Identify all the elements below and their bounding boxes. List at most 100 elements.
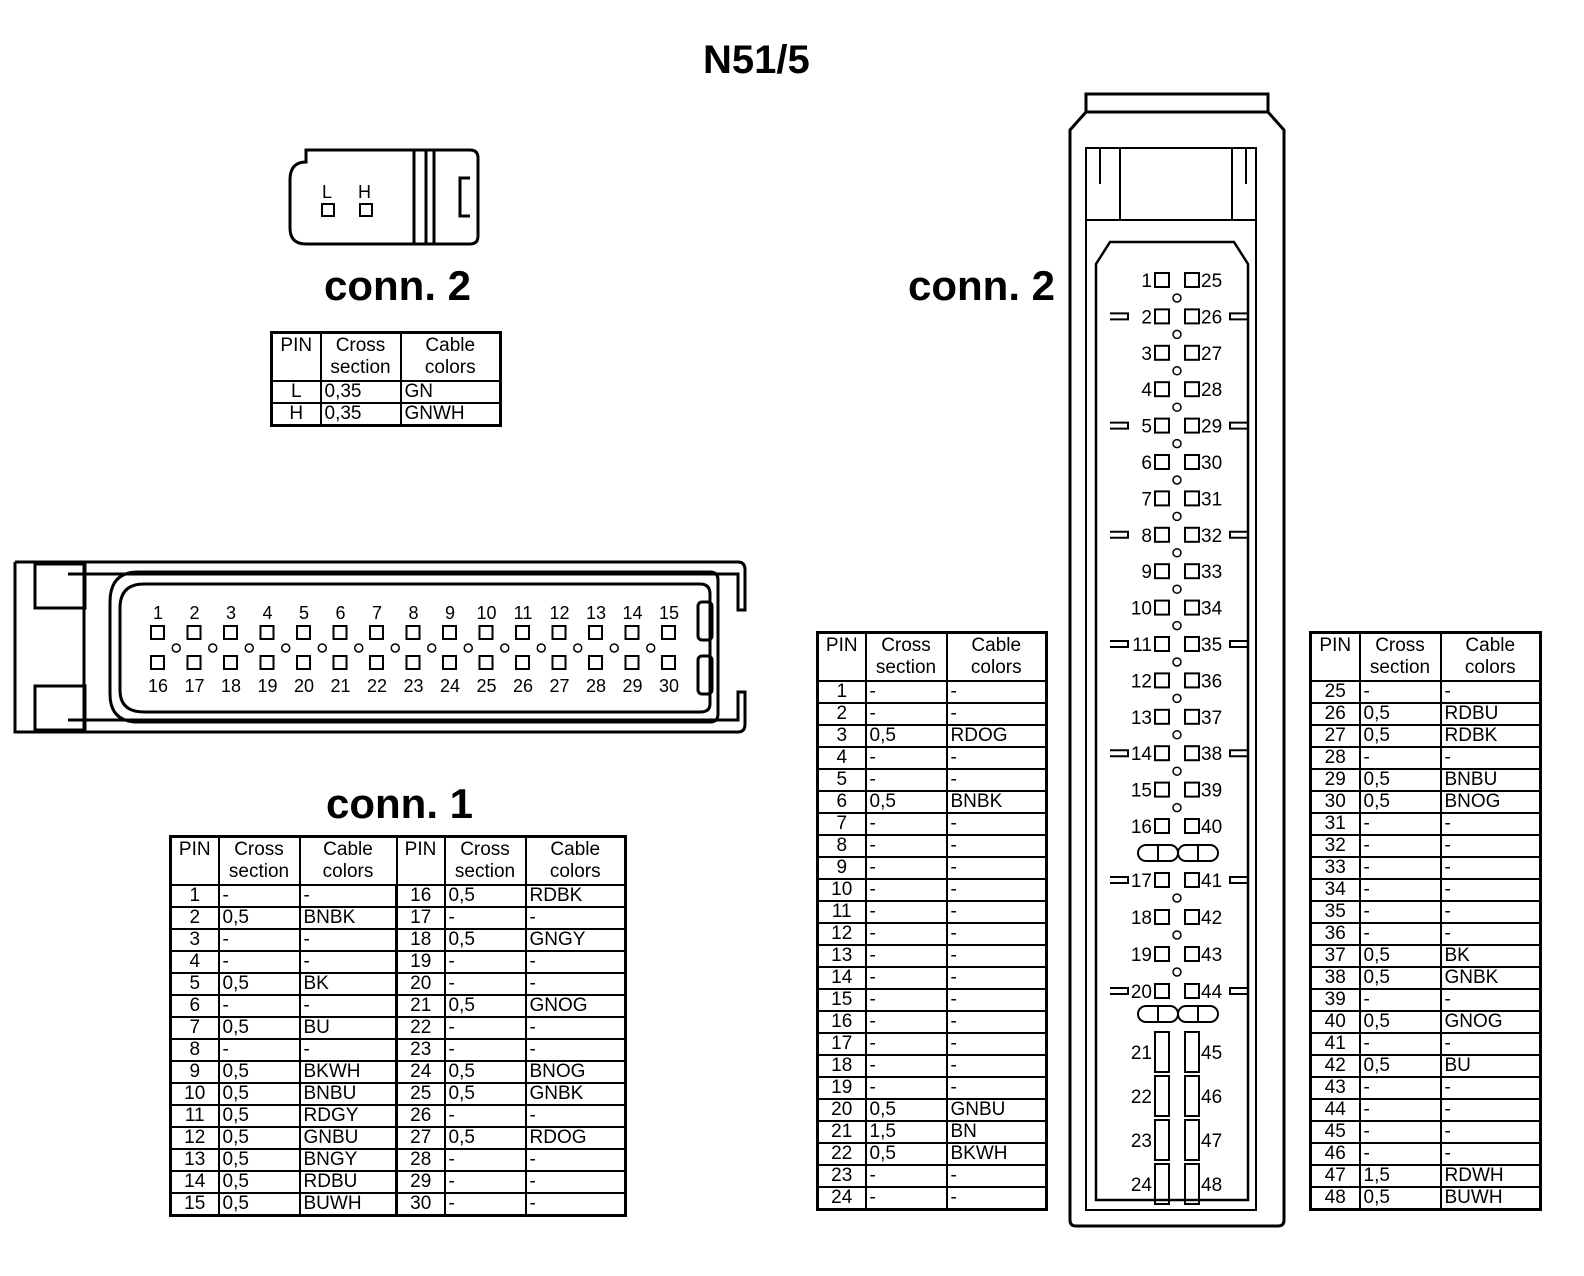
pin-cell: 25 (395, 1081, 446, 1106)
cable-color-cell: - (524, 905, 627, 930)
pin-socket (405, 655, 421, 670)
cable-color-cell: - (945, 943, 1048, 968)
coding-dot (1172, 511, 1182, 522)
pin-number-label: 11 (514, 603, 533, 623)
coding-dot (500, 643, 510, 653)
cable-color-cell: RDGY (298, 1103, 398, 1128)
pin-socket (661, 655, 676, 670)
table-row: 39-- (1309, 987, 1542, 1012)
coding-dot (536, 643, 546, 653)
pin-number-label: 15 (1131, 781, 1152, 802)
cable-color-cell: - (1439, 833, 1542, 858)
col-header-cable-colors: Cable colors (945, 631, 1048, 682)
cross-section-cell: - (864, 1075, 948, 1100)
pin-number-label: 47 (1201, 1131, 1222, 1152)
pin-number-label: 2 (189, 603, 199, 623)
table-row: 2-- (816, 701, 1048, 726)
pin-cell: 48 (1309, 1185, 1361, 1210)
cross-section-cell: - (864, 767, 948, 792)
cable-color-cell: BUWH (298, 1191, 398, 1216)
cross-section-cell: - (864, 943, 948, 968)
pin-socket (1184, 490, 1200, 507)
table-row: 7-- (816, 811, 1048, 836)
pin-socket (1184, 308, 1200, 325)
cross-section-cell: 0,5 (864, 1141, 948, 1166)
pin-number-label: 21 (330, 676, 350, 696)
col-header-cross-section: Cross section (864, 631, 948, 682)
pin-socket (259, 655, 275, 670)
pin-cell: 24 (816, 1185, 867, 1210)
pin-number-label: 13 (1131, 708, 1152, 729)
pin-socket (1184, 708, 1200, 725)
cross-section-cell: - (1358, 1075, 1442, 1100)
pin-number-label: 43 (1201, 945, 1222, 966)
pin-number-label: 23 (403, 676, 423, 696)
pin-number-label: 7 (1141, 489, 1152, 510)
cross-section-cell: - (864, 1163, 948, 1188)
latch-mark (1229, 530, 1248, 539)
pin-cell: 38 (1309, 965, 1361, 990)
cross-section-cell: - (1358, 899, 1442, 924)
table-row: 12-- (816, 921, 1048, 946)
pin-socket (1184, 526, 1200, 543)
cross-section-cell: - (1358, 877, 1442, 902)
cross-section-cell: - (1358, 987, 1442, 1012)
diagram-title: N51/5 (703, 38, 810, 82)
cable-color-cell: - (945, 965, 1048, 990)
table-row: 31-- (1309, 811, 1542, 836)
col-header-cable-colors: Cable colors (298, 835, 398, 886)
table-row: 4-- (816, 745, 1048, 770)
pin-cell: 24 (395, 1059, 446, 1084)
table-row: 32-- (1309, 833, 1542, 858)
table-header: PIN Cross section Cable colors (1309, 631, 1542, 682)
cross-section-cell: - (443, 1015, 527, 1040)
pin-socket (1184, 344, 1200, 361)
pin-cell: 12 (169, 1125, 220, 1150)
cable-color-cell: GNBU (298, 1125, 398, 1150)
conn1-label: conn. 1 (326, 780, 474, 827)
power-pin-socket (1184, 1075, 1200, 1117)
cross-section-cell: 0,5 (1358, 723, 1442, 748)
pin-number-label: 48 (1201, 1175, 1222, 1196)
table-row: 17-- (816, 1031, 1048, 1056)
cable-color-cell: - (298, 927, 398, 952)
pin-number-label: 2 (1141, 307, 1152, 328)
pin-number-label: 19 (1131, 945, 1152, 966)
cable-color-cell: GN (399, 379, 502, 404)
table-row: 11-- (816, 899, 1048, 924)
cross-section-cell: 0,5 (217, 1103, 301, 1128)
table-row: 23-- (816, 1163, 1048, 1188)
table-row: 41-- (1309, 1031, 1542, 1056)
pin-socket (624, 655, 640, 670)
cross-section-cell: 0,5 (864, 723, 948, 748)
table-row: 16-- (816, 1009, 1048, 1034)
cable-color-cell: - (945, 1185, 1048, 1210)
pin-number-label: 20 (1131, 982, 1152, 1003)
cross-section-cell: 0,5 (217, 905, 301, 930)
pin-number-label: 8 (1141, 526, 1152, 547)
pin-number-label: 34 (1201, 599, 1223, 620)
cable-color-cell: GNBK (524, 1081, 627, 1106)
cross-section-cell: - (443, 949, 527, 974)
pin-cell: 23 (395, 1037, 446, 1062)
cross-section-cell: - (864, 899, 948, 924)
pin-cell: 8 (169, 1037, 220, 1062)
pin-number-label: 14 (622, 603, 642, 623)
cable-color-cell: BKWH (945, 1141, 1048, 1166)
cable-color-cell: RDBU (298, 1169, 398, 1194)
cable-color-cell: BNBK (945, 789, 1048, 814)
pin-cell: 15 (169, 1191, 220, 1216)
cross-section-cell: - (864, 877, 948, 902)
cross-section-cell: - (443, 1147, 527, 1172)
table-row: 13-- (816, 943, 1048, 968)
pin-number-label: 13 (586, 603, 606, 623)
cross-section-cell: 0,35 (319, 401, 402, 426)
